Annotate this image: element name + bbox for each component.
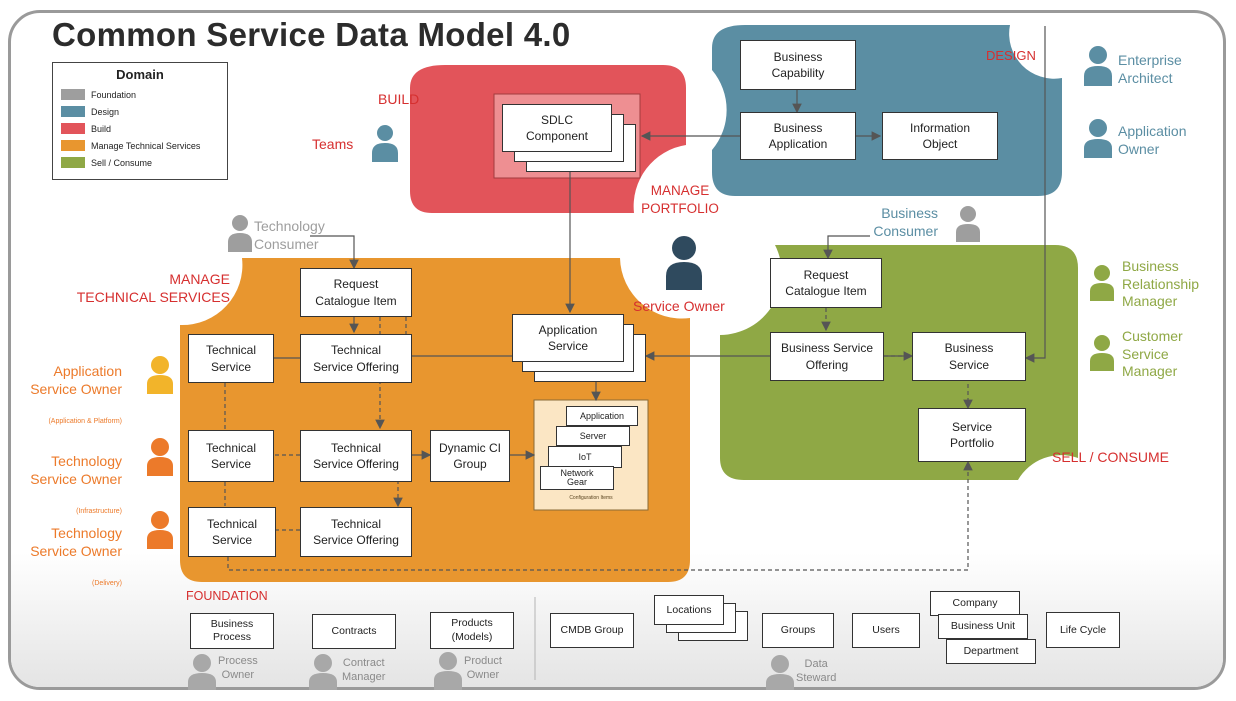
box-technical-service-offering-3[interactable]: Technical Service Offering	[300, 507, 412, 557]
role-service-owner: Service Owner	[633, 298, 725, 314]
sell-consume-label: SELL / CONSUME	[1052, 449, 1169, 465]
person-icon-service-owner	[666, 236, 702, 290]
legend-label: Build	[91, 123, 112, 134]
foundation-label: FOUNDATION	[186, 589, 268, 603]
role-teams: Teams	[312, 136, 354, 152]
legend-title: Domain	[116, 67, 164, 82]
design-label: DESIGN	[986, 48, 1036, 63]
person-icon-business-relationship-manager	[1090, 265, 1114, 301]
legend-label: Design	[91, 106, 120, 117]
build-label: BUILD	[378, 91, 420, 107]
legend-item: Foundation	[61, 89, 136, 100]
box-users[interactable]: Users	[852, 613, 920, 648]
box-technical-service-offering-2[interactable]: Technical Service Offering	[300, 430, 412, 482]
legend-item: Manage Technical Services	[61, 140, 200, 151]
box-life-cycle[interactable]: Life Cycle	[1046, 612, 1120, 648]
box-business-application[interactable]: Business Application	[740, 112, 856, 160]
legend-swatch-manage-technical-services	[61, 140, 85, 151]
role-product-owner: Product Owner	[464, 655, 502, 681]
role-technology-service-owner-delivery: Technology Service Owner (Delivery)	[20, 505, 122, 609]
box-cmdb-group[interactable]: CMDB Group	[550, 613, 634, 648]
legend-item: Build	[61, 123, 111, 134]
role-enterprise-architect: Enterprise Architect	[1118, 52, 1182, 86]
person-icon-technology-service-owner-infra	[147, 438, 173, 476]
legend-item: Design	[61, 106, 119, 117]
legend-label: Manage Technical Services	[91, 140, 201, 151]
role-application-service-owner-title: Application Service Owner	[30, 363, 122, 397]
box-ci-iot[interactable]: IoT	[548, 446, 622, 468]
box-ci-network-gear[interactable]: Network Gear	[540, 466, 614, 490]
box-technical-service-1[interactable]: Technical Service	[188, 334, 274, 383]
person-icon-data-steward	[766, 655, 794, 690]
role-application-owner: Application Owner	[1118, 123, 1187, 157]
box-products-models[interactable]: Products (Models)	[430, 612, 514, 649]
person-icon-process-owner	[188, 654, 216, 690]
box-company[interactable]: Company	[930, 591, 1020, 616]
legend-label: Sell / Consume	[91, 157, 153, 168]
line-foundation-to-portfolio	[227, 460, 973, 571]
legend-swatch-build	[61, 123, 85, 134]
box-business-process[interactable]: Business Process	[190, 613, 274, 649]
role-application-service-owner: Application Service Owner (Application &…	[20, 343, 122, 447]
role-technology-service-owner-delivery-sub: (Delivery)	[92, 580, 122, 587]
person-icon-business-consumer	[956, 206, 980, 242]
configuration-items-caption: Configuration Items	[569, 495, 613, 501]
legend-label: Foundation	[91, 89, 137, 100]
person-icon-product-owner	[434, 652, 462, 690]
role-contract-manager: Contract Manager	[342, 657, 386, 683]
box-contracts[interactable]: Contracts	[312, 614, 396, 649]
box-technical-service-2[interactable]: Technical Service	[188, 430, 274, 482]
box-technical-service-offering-1[interactable]: Technical Service Offering	[300, 334, 412, 383]
manage-technical-services-label: MANAGE TECHNICAL SERVICES	[76, 271, 230, 306]
legend-swatch-design	[61, 106, 85, 117]
person-icon-contract-manager	[309, 654, 337, 690]
role-customer-service-manager: Customer Service Manager	[1122, 328, 1183, 379]
box-business-unit[interactable]: Business Unit	[938, 614, 1028, 639]
role-technology-service-owner-infra-title: Technology Service Owner	[30, 453, 122, 487]
legend-item: Sell / Consume	[61, 157, 152, 168]
box-sdlc-component[interactable]: SDLC Component	[502, 104, 612, 152]
page-title: Common Service Data Model 4.0	[52, 16, 571, 53]
role-technology-consumer: Technology Consumer	[254, 218, 325, 252]
box-groups[interactable]: Groups	[762, 613, 834, 648]
person-icon-customer-service-manager	[1090, 335, 1114, 371]
box-ci-server[interactable]: Server	[556, 426, 630, 446]
person-icon-enterprise-architect	[1084, 46, 1112, 86]
line-design-to-business-service	[1024, 26, 1046, 363]
line-tech-consumer-to-request	[310, 235, 359, 270]
person-icon-application-owner	[1084, 119, 1112, 158]
box-business-service-offering[interactable]: Business Service Offering	[770, 332, 884, 381]
legend-swatch-foundation	[61, 89, 85, 100]
box-technical-service-3[interactable]: Technical Service	[188, 507, 276, 557]
role-technology-service-owner-infra: Technology Service Owner (Infrastructure…	[20, 433, 122, 537]
role-technology-service-owner-delivery-title: Technology Service Owner	[30, 525, 122, 559]
box-business-capability[interactable]: Business Capability	[740, 40, 856, 90]
legend: Domain Foundation Design Build Manage Te…	[52, 62, 228, 180]
role-business-consumer: Business Consumer	[873, 205, 938, 239]
box-request-catalogue-item-tech[interactable]: Request Catalogue Item	[300, 268, 412, 317]
role-application-service-owner-sub: (Application & Platform)	[48, 418, 122, 425]
person-icon-technology-service-owner-delivery	[147, 511, 173, 549]
line-biz-consumer-to-request	[823, 235, 870, 260]
box-application-service[interactable]: Application Service	[512, 314, 624, 362]
role-business-relationship-manager: Business Relationship Manager	[1122, 258, 1200, 309]
box-information-object[interactable]: Information Object	[882, 112, 998, 160]
box-locations[interactable]: Locations	[654, 595, 724, 625]
role-technology-service-owner-infra-sub: (Infrastructure)	[76, 508, 122, 515]
box-dynamic-ci-group[interactable]: Dynamic CI Group	[430, 430, 510, 482]
role-data-steward: Data Steward	[796, 658, 837, 684]
box-ci-application[interactable]: Application	[566, 406, 638, 426]
box-service-portfolio[interactable]: Service Portfolio	[918, 408, 1026, 462]
box-business-service[interactable]: Business Service	[912, 332, 1026, 381]
person-icon-teams	[372, 125, 398, 162]
manage-portfolio-label: MANAGE PORTFOLIO	[641, 183, 719, 216]
role-process-owner: Process Owner	[218, 655, 258, 681]
box-request-catalogue-item-biz[interactable]: Request Catalogue Item	[770, 258, 882, 308]
person-icon-technology-consumer	[228, 215, 252, 252]
legend-swatch-sell-consume	[61, 157, 85, 168]
person-icon-application-service-owner	[147, 356, 173, 394]
box-department[interactable]: Department	[946, 639, 1036, 664]
